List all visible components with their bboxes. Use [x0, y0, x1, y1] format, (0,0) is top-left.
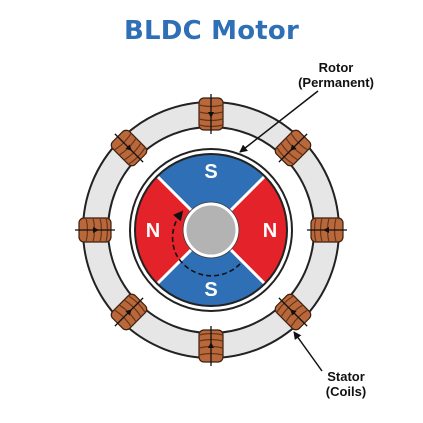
diagram-title: BLDC Motor — [124, 16, 299, 46]
shaft-outline — [182, 201, 240, 259]
pole-label-left: N — [146, 220, 160, 242]
stator-coil-icon — [110, 129, 148, 167]
stator-coil-icon — [198, 326, 224, 366]
stator-coil-icon — [274, 129, 312, 167]
rotor-pointer-line — [239, 90, 319, 153]
stator-label-line1: Stator — [327, 369, 365, 384]
shaft — [183, 202, 239, 258]
rotor-label-line1: Rotor — [318, 60, 354, 75]
rotor: S S N N — [129, 148, 293, 312]
stator-coil-icon — [198, 94, 224, 134]
pole-bottom-south — [135, 230, 287, 306]
pole-label-top: S — [204, 161, 217, 183]
rotor-disk-edge — [134, 153, 288, 307]
stator-pointer-line — [293, 331, 323, 372]
stator-coil-icon — [75, 217, 115, 243]
pole-top-south — [135, 154, 287, 230]
pole-label-bottom: S — [204, 279, 217, 301]
stator-coils — [75, 94, 347, 366]
pole-right-north — [211, 154, 287, 306]
stator-label-line2: (Coils) — [325, 384, 367, 399]
stator-label: Stator (Coils) — [306, 369, 386, 399]
rotor-label-line2: (Permanent) — [298, 75, 374, 90]
stator-coil-icon — [274, 293, 312, 331]
stator-coil-icon — [110, 293, 148, 331]
pole-left-north — [135, 154, 211, 306]
stator-coil-icon — [307, 217, 347, 243]
pole-label-right: N — [263, 220, 277, 242]
rotor-label: Rotor (Permanent) — [281, 60, 391, 90]
rotation-arrow-icon — [171, 210, 241, 277]
